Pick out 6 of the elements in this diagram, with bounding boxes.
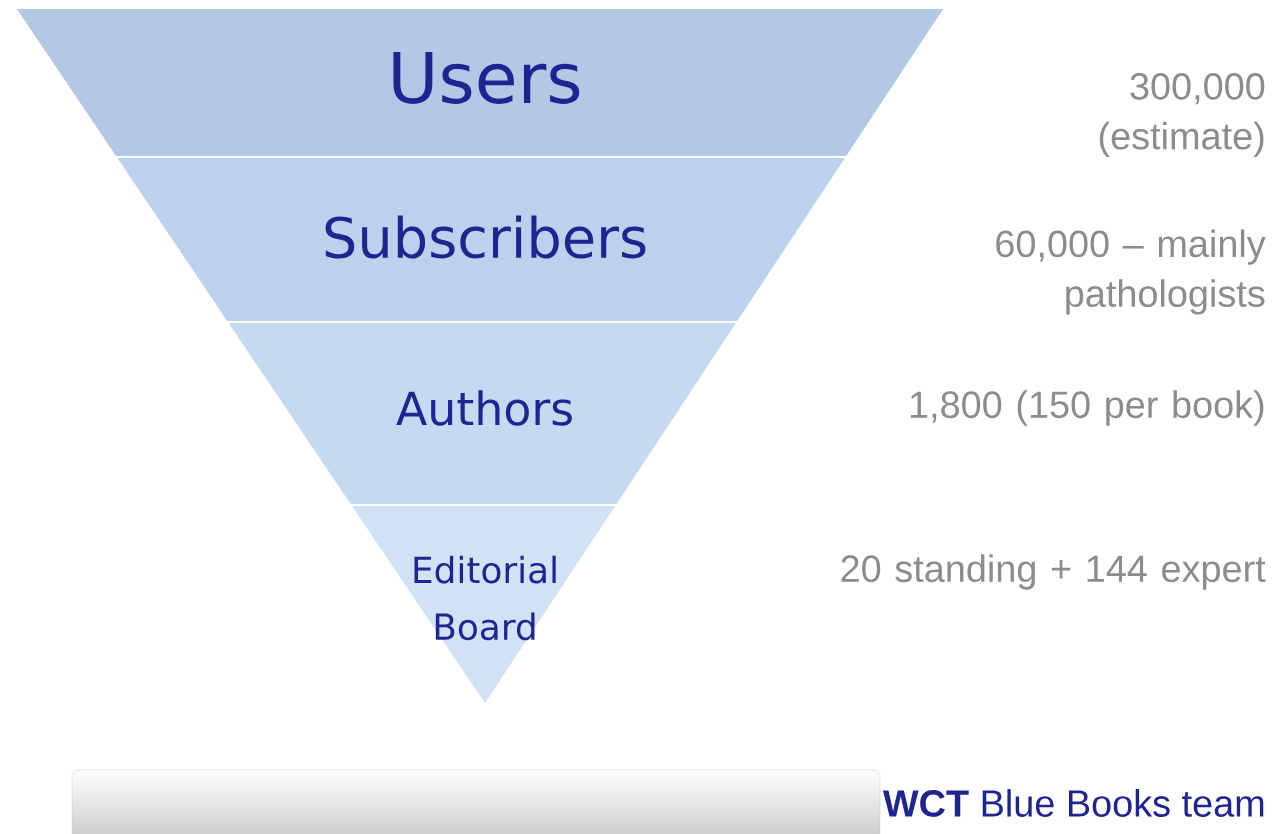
count-note: 60,000 – mainly pathologists xyxy=(996,229,1266,315)
node-label: WCT Blue Books team xyxy=(882,789,1264,817)
count-note: 300,000 (estimate) xyxy=(1099,72,1265,158)
count-note: 20 standing + 144 expert xyxy=(841,554,1266,590)
footer-bar: WCT Blue Books team xyxy=(71,769,1264,834)
count-note: 1,800 (150 per book) xyxy=(910,390,1264,426)
